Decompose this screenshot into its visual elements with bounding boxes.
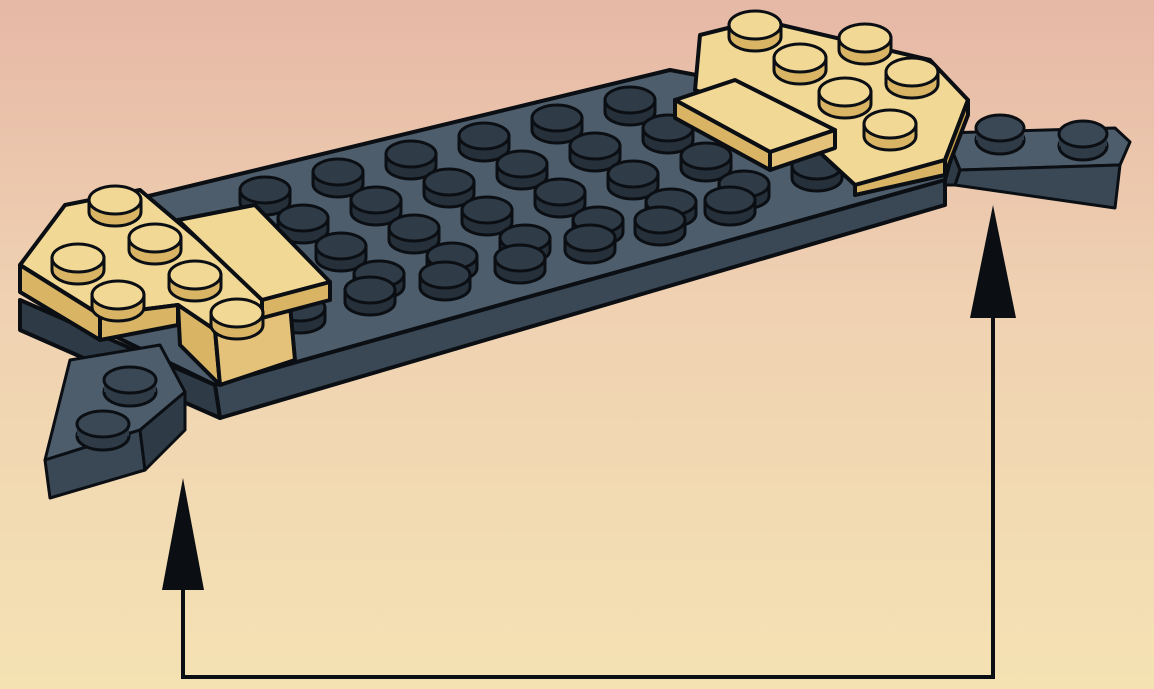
stud: [52, 244, 104, 284]
stud: [864, 110, 916, 150]
stud: [886, 58, 938, 98]
stud: [774, 44, 826, 84]
stud: [169, 261, 221, 301]
stud: [89, 186, 141, 226]
stud: [565, 225, 615, 263]
stud: [495, 245, 545, 283]
stud: [129, 224, 181, 264]
stud: [420, 262, 470, 300]
stud: [211, 299, 263, 339]
stud: [635, 207, 685, 245]
stud: [839, 24, 891, 64]
stud: [92, 281, 144, 321]
stud: [819, 78, 871, 118]
stud: [729, 11, 781, 51]
stud: [345, 277, 395, 315]
stud: [705, 187, 755, 225]
